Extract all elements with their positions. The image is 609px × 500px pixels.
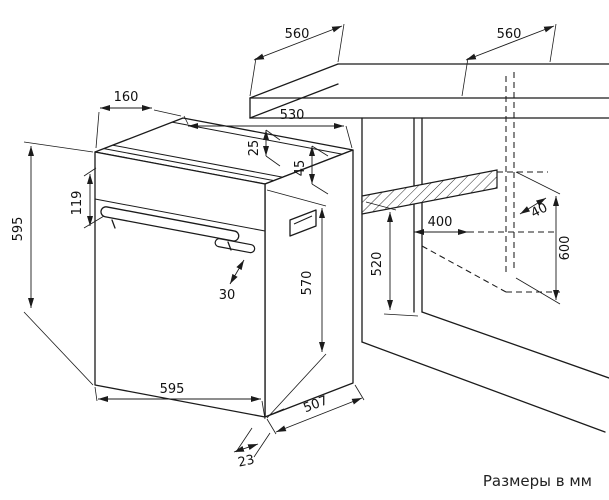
dim-label-panel-inset: 25 bbox=[247, 140, 262, 157]
countertop bbox=[249, 63, 609, 119]
dim-oven-width: 595 bbox=[94, 382, 266, 420]
dim-panel-inset: 25 bbox=[247, 129, 281, 167]
dim-label-handle-clearance: 30 bbox=[219, 288, 236, 303]
dim-oven-height: 595 bbox=[11, 141, 94, 386]
dim-niche-back-height: 600 bbox=[515, 171, 573, 305]
dim-label-top-right-depth: 560 bbox=[497, 27, 522, 42]
dim-top-back-width: 530 bbox=[183, 108, 353, 149]
cabinet-base bbox=[361, 311, 609, 433]
units-note: Размеры в мм bbox=[483, 472, 592, 490]
dim-label-oven-height: 595 bbox=[11, 217, 26, 242]
niche-hidden-edges bbox=[421, 72, 560, 293]
dim-label-door-overhang: 23 bbox=[237, 453, 256, 471]
dim-handle-clearance: 30 bbox=[219, 259, 245, 303]
niche bbox=[361, 72, 609, 433]
dimensions: 560 560 160 530 25 bbox=[11, 23, 573, 471]
oven-front-face bbox=[94, 151, 266, 418]
dim-top-left-depth: 560 bbox=[249, 23, 345, 97]
dim-label-control-zone-height: 119 bbox=[70, 191, 85, 216]
dim-door-overhang: 23 bbox=[233, 427, 271, 471]
dim-label-bracket-height: 45 bbox=[293, 160, 308, 177]
dim-label-top-offset: 160 bbox=[114, 90, 139, 105]
dim-label-back-gap: 40 bbox=[529, 200, 551, 221]
dim-label-top-back-width: 530 bbox=[280, 108, 305, 123]
control-panel-edge bbox=[94, 198, 266, 232]
dim-back-gap: 40 bbox=[519, 197, 551, 221]
oven-handle bbox=[100, 206, 256, 254]
oven bbox=[94, 117, 354, 418]
dim-label-oven-width: 595 bbox=[160, 382, 185, 397]
dim-niche-front-height: 520 bbox=[365, 201, 419, 317]
dim-label-niche-floor-depth: 400 bbox=[428, 215, 453, 230]
dim-control-zone-height: 119 bbox=[70, 167, 105, 229]
cabinet-structure bbox=[249, 63, 609, 433]
dim-door-height: 570 bbox=[266, 189, 327, 419]
dim-label-niche-back-height: 600 bbox=[558, 236, 573, 261]
dim-top-right-depth: 560 bbox=[461, 23, 557, 97]
dim-niche-floor-depth: 400 bbox=[414, 215, 468, 235]
dim-label-door-height: 570 bbox=[300, 271, 315, 296]
dim-top-offset: 160 bbox=[95, 90, 182, 149]
dim-label-niche-front-height: 520 bbox=[370, 252, 385, 277]
dim-label-top-left-depth: 560 bbox=[285, 27, 310, 42]
dim-bracket-height: 45 bbox=[293, 145, 329, 195]
side-mounting-bracket bbox=[289, 209, 317, 237]
